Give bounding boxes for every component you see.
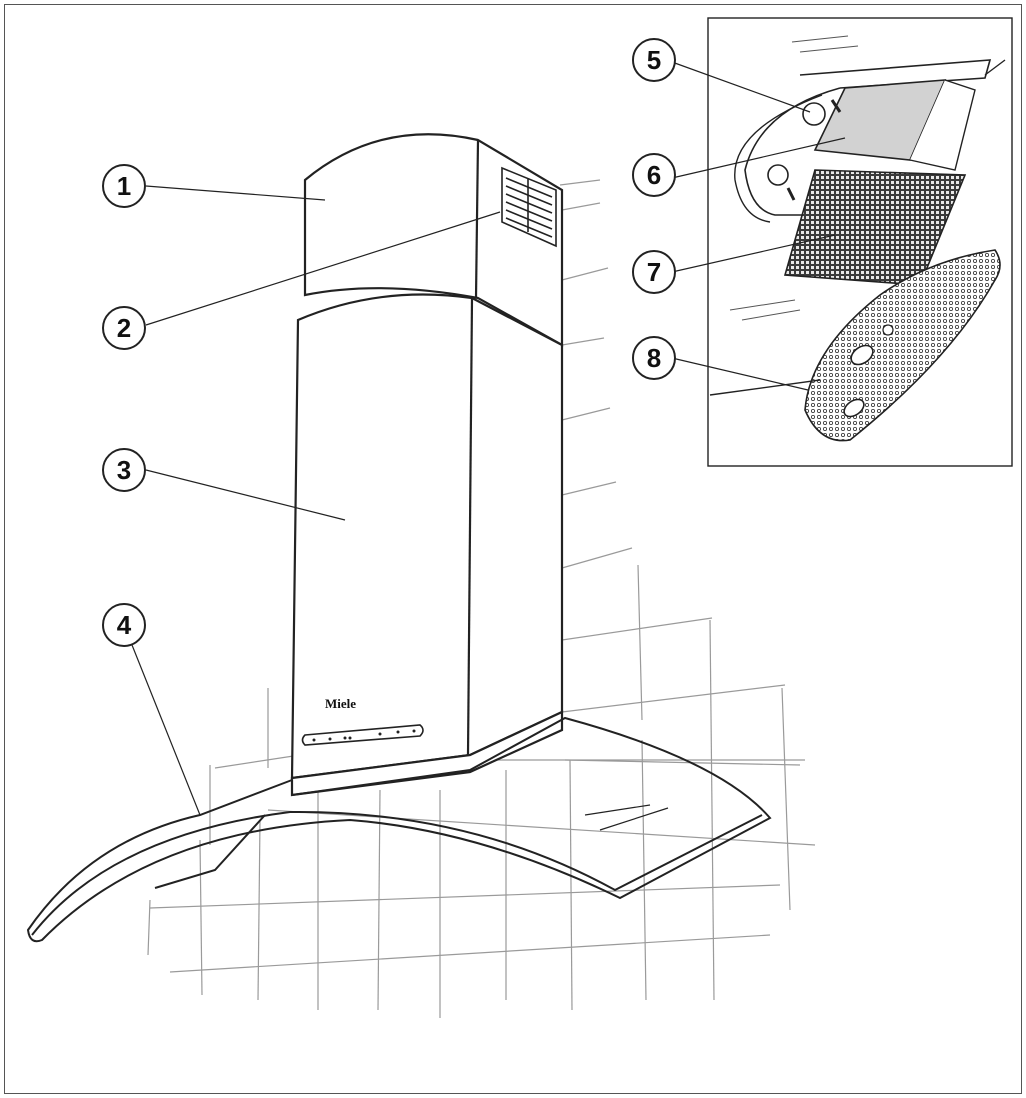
callout-8: 8 (632, 336, 676, 380)
thumb-screw-top-icon (802, 102, 826, 126)
thumb-screw-bottom-icon (767, 164, 789, 186)
callout-3-label: 3 (117, 455, 131, 485)
callout-7: 7 (632, 250, 676, 294)
callouts: 1 2 3 4 5 6 7 8 (102, 38, 676, 647)
callout-6-label: 6 (647, 160, 661, 190)
callout-2-label: 2 (117, 313, 131, 343)
wall-tiles (147, 179, 816, 1018)
perforated-cover (804, 249, 1001, 442)
callout-4: 4 (102, 603, 146, 647)
control-panel: Miele (301, 696, 424, 746)
leader-lines (129, 61, 846, 816)
callout-1: 1 (102, 164, 146, 208)
vent-grille (501, 166, 557, 248)
brand-logo: Miele (325, 696, 356, 711)
callout-2: 2 (102, 306, 146, 350)
callout-5: 5 (632, 38, 676, 82)
callout-6: 6 (632, 153, 676, 197)
glass-canopy (26, 716, 772, 943)
inset-detail (709, 35, 1006, 442)
callout-4-label: 4 (117, 610, 132, 640)
callout-1-label: 1 (117, 171, 131, 201)
callout-5-label: 5 (647, 45, 661, 75)
callout-7-label: 7 (647, 257, 661, 287)
callout-8-label: 8 (647, 343, 661, 373)
callout-3: 3 (102, 448, 146, 492)
